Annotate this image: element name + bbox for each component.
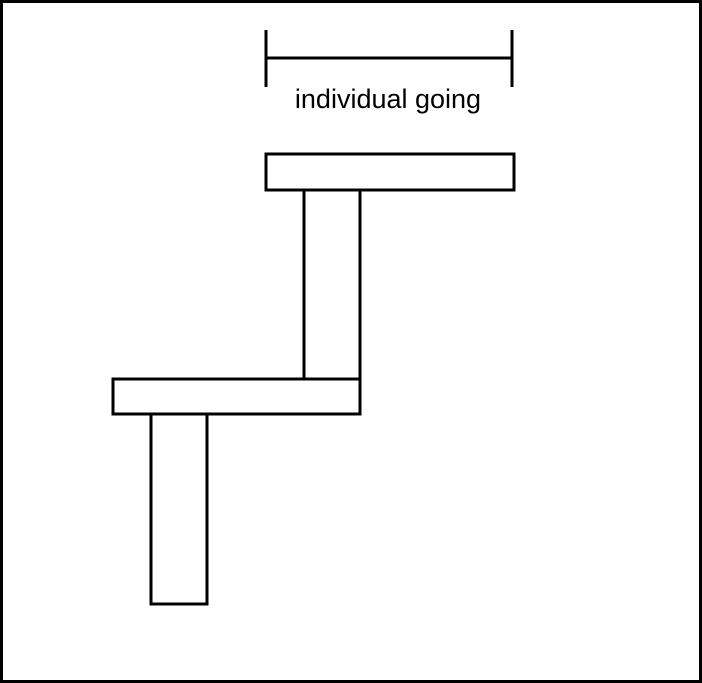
- going-dimension: individual going: [264, 30, 514, 114]
- lower-riser: [149, 412, 209, 606]
- lower-tread: [111, 377, 362, 416]
- dimension-label: individual going: [295, 84, 481, 114]
- upper-tread: [264, 152, 516, 192]
- upper-riser: [302, 188, 362, 381]
